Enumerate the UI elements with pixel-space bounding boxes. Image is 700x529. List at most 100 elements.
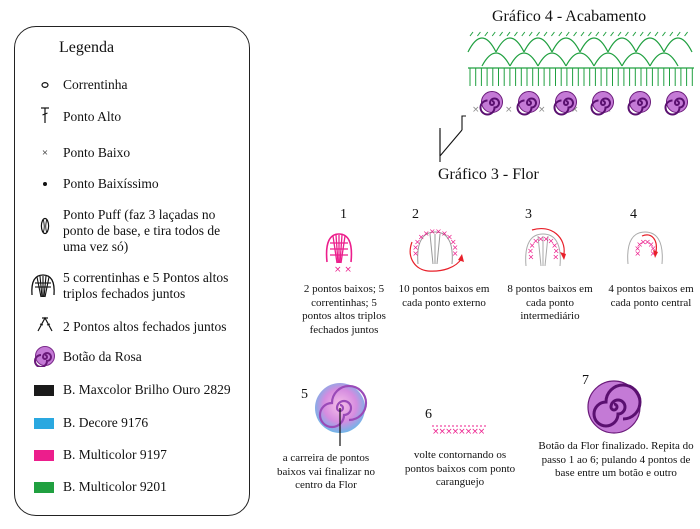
chain-mark bbox=[624, 31, 629, 37]
chain-mark bbox=[514, 31, 518, 37]
chain-mark bbox=[565, 31, 570, 37]
chain-mark bbox=[676, 31, 681, 37]
x-stitch-mark: × bbox=[423, 229, 430, 238]
rose-spiral bbox=[479, 97, 500, 116]
x-stitch-mark: × bbox=[552, 252, 559, 261]
x-stitch-mark: × bbox=[505, 105, 513, 115]
x-stitch-mark: × bbox=[418, 233, 425, 242]
arch-stitch bbox=[593, 52, 623, 67]
puff-stitch-icon bbox=[31, 217, 59, 239]
legend-label: 2 Pontos altos fechados juntos bbox=[63, 319, 227, 334]
step-caption: Botão da Flor finalizado. Repita do pass… bbox=[538, 440, 694, 479]
arch-stitch bbox=[663, 37, 693, 53]
arch-stitch bbox=[649, 52, 679, 67]
chain-mark bbox=[543, 31, 548, 37]
x-stitch-mark: × bbox=[538, 105, 546, 115]
chain-mark bbox=[669, 31, 674, 37]
legend-label: B. Multicolor 9201 bbox=[63, 479, 167, 494]
legend-label: Ponto Puff (faz 3 laçadas no ponto de ba… bbox=[63, 207, 221, 254]
step-number: 4 bbox=[630, 207, 637, 222]
rose-spiral bbox=[516, 97, 537, 116]
color-swatch bbox=[34, 450, 54, 461]
legend-label: B. Decore 9176 bbox=[63, 415, 149, 430]
edging-chart: ××××××× bbox=[439, 31, 694, 156]
x-stitch-mark: × bbox=[472, 105, 480, 115]
rose-spiral bbox=[553, 97, 574, 116]
x-stitch-mark: × bbox=[414, 237, 421, 246]
step3-figure: ×××××××××× bbox=[525, 228, 566, 267]
arch-stitch bbox=[621, 52, 651, 67]
chain-mark bbox=[491, 31, 496, 37]
step-number: 7 bbox=[582, 373, 589, 388]
chain-mark bbox=[469, 31, 474, 37]
x-stitch-mark: × bbox=[450, 237, 457, 246]
arch-stitch bbox=[635, 37, 665, 53]
decrease-icon bbox=[31, 315, 59, 337]
x-stitch-mark: × bbox=[634, 249, 641, 258]
chain-mark bbox=[484, 31, 489, 37]
chain-mark bbox=[587, 31, 592, 37]
green-arches bbox=[467, 31, 693, 67]
x-stitch-mark: × bbox=[640, 237, 647, 246]
step-caption: a carreira de pontos baixos vai finaliza… bbox=[276, 452, 376, 491]
triple-cluster-icon bbox=[29, 273, 57, 303]
rose-button-icon bbox=[31, 345, 59, 371]
double-crochet-icon bbox=[31, 107, 59, 128]
step4-figure: ×××××××× bbox=[627, 231, 663, 265]
x-stitch-mark: × bbox=[441, 229, 448, 238]
arch-stitch bbox=[551, 37, 581, 53]
circle-outline-icon bbox=[31, 77, 59, 94]
x-stitch-mark: × bbox=[528, 252, 535, 261]
arch-stitch bbox=[467, 37, 497, 53]
rose-spiral bbox=[664, 97, 685, 116]
x-stitch-mark: × bbox=[429, 227, 436, 236]
rose-spiral bbox=[627, 97, 648, 116]
step6-figure: ×××××××× bbox=[432, 425, 488, 436]
x-stitch-mark: × bbox=[644, 237, 651, 246]
x-stitch-mark: × bbox=[553, 247, 560, 256]
x-stitch-mark: × bbox=[648, 240, 655, 249]
step-number: 6 bbox=[425, 407, 432, 422]
x-mark-icon: × bbox=[41, 147, 49, 159]
svg-text:××××××××: ×××××××× bbox=[432, 427, 485, 436]
grafico3-title: Gráfico 3 - Flor bbox=[438, 166, 539, 183]
step-caption: 10 pontos baixos em cada ponto externo bbox=[398, 283, 490, 309]
arch-stitch bbox=[537, 52, 567, 67]
arch-stitch bbox=[607, 37, 637, 53]
x-stitch-mark: × bbox=[634, 244, 641, 253]
color-swatch bbox=[34, 385, 54, 396]
x-stitch-mark: × bbox=[435, 227, 442, 236]
chain-mark bbox=[602, 31, 607, 37]
svg-text:× ×: × × bbox=[334, 265, 352, 274]
arch-stitch bbox=[495, 37, 525, 53]
step7-figure bbox=[587, 380, 642, 434]
x-stitch-mark: × bbox=[650, 244, 657, 253]
legend-label: Ponto Alto bbox=[63, 109, 122, 124]
green-stitch-row bbox=[468, 67, 694, 86]
x-stitch-mark: × bbox=[452, 249, 459, 258]
chain-mark bbox=[632, 31, 637, 37]
arch-stitch bbox=[579, 37, 609, 53]
x-stitch-mark: × bbox=[571, 105, 579, 115]
grafico4-title: Gráfico 4 - Acabamento bbox=[492, 8, 647, 25]
x-stitch-mark: × bbox=[529, 241, 536, 250]
chain-mark bbox=[647, 31, 652, 37]
chain-mark bbox=[610, 31, 615, 37]
x-stitch-mark: × bbox=[548, 237, 555, 246]
dot-icon bbox=[31, 176, 59, 192]
arch-stitch bbox=[509, 52, 539, 67]
arch-stitch bbox=[481, 52, 511, 67]
x-stitch-mark: × bbox=[636, 240, 643, 249]
chain-mark bbox=[661, 31, 666, 37]
chain-mark bbox=[573, 31, 578, 37]
step-number: 2 bbox=[412, 207, 419, 222]
x-stitch-mark: × bbox=[412, 249, 419, 258]
step-caption: 2 pontos baixos; 5 correntinhas; 5 ponto… bbox=[302, 283, 386, 336]
arch-stitch bbox=[523, 37, 553, 53]
chain-mark bbox=[595, 31, 600, 37]
step-number: 1 bbox=[340, 207, 347, 222]
chain-mark bbox=[551, 31, 555, 37]
x-stitch-mark: × bbox=[446, 233, 453, 242]
x-stitch-mark: × bbox=[452, 243, 459, 252]
legend-label: B. Multicolor 9197 bbox=[63, 447, 167, 462]
